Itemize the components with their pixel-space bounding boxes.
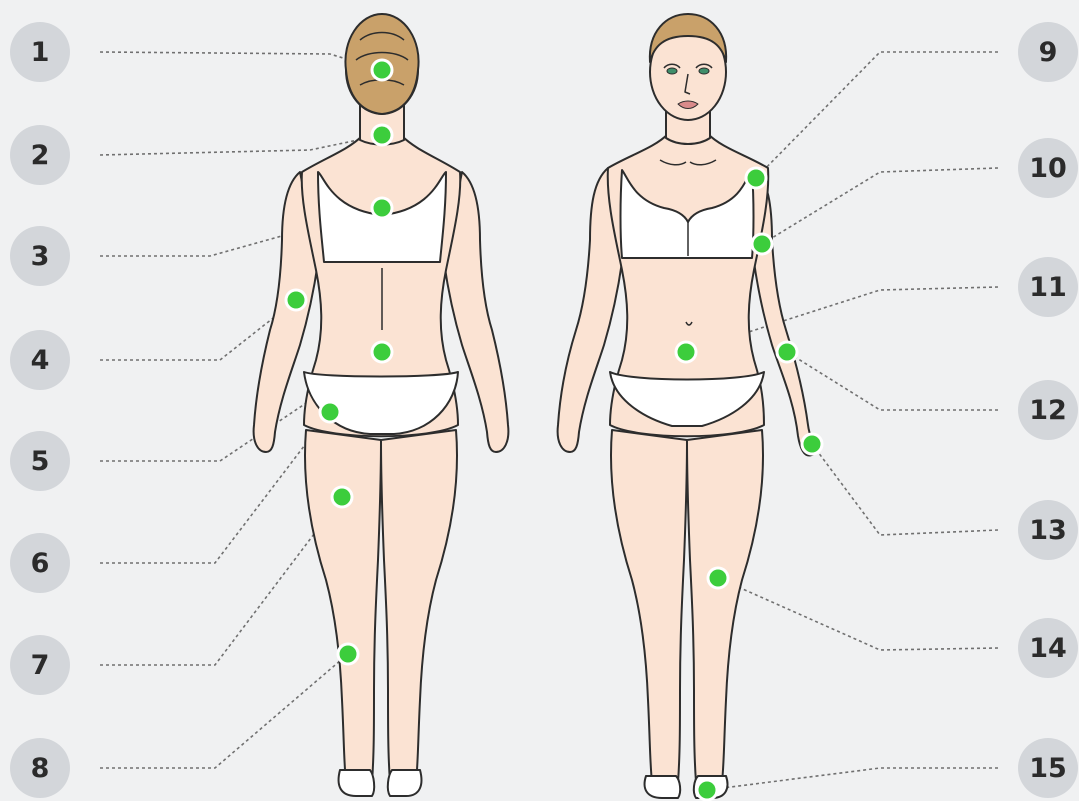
- point-marker-10: [752, 234, 772, 254]
- point-label-9: 9: [1018, 22, 1078, 82]
- point-label-14: 14: [1018, 618, 1078, 678]
- point-marker-14: [708, 568, 728, 588]
- point-marker-3: [372, 198, 392, 218]
- point-label-12: 12: [1018, 380, 1078, 440]
- point-marker-1: [372, 60, 392, 80]
- point-marker-4: [286, 290, 306, 310]
- point-marker-15: [697, 780, 717, 800]
- point-label-8: 8: [10, 738, 70, 798]
- leader-line-14: [718, 578, 998, 650]
- point-label-10: 10: [1018, 138, 1078, 198]
- leader-line-1: [100, 52, 382, 70]
- point-marker-11: [676, 342, 696, 362]
- point-marker-5: [372, 342, 392, 362]
- point-label-6: 6: [10, 533, 70, 593]
- point-marker-13: [802, 434, 822, 454]
- point-label-1: 1: [10, 22, 70, 82]
- point-marker-9: [746, 168, 766, 188]
- point-label-7: 7: [10, 635, 70, 695]
- point-label-3: 3: [10, 226, 70, 286]
- leader-line-6: [100, 412, 330, 563]
- leader-line-13: [812, 444, 998, 535]
- point-marker-12: [777, 342, 797, 362]
- point-marker-2: [372, 125, 392, 145]
- point-label-13: 13: [1018, 500, 1078, 560]
- point-label-15: 15: [1018, 738, 1078, 798]
- point-label-11: 11: [1018, 257, 1078, 317]
- leader-line-7: [100, 497, 342, 665]
- leader-lines: [100, 52, 998, 790]
- leader-line-12: [787, 352, 998, 410]
- point-label-2: 2: [10, 125, 70, 185]
- female-body-front-view: [558, 14, 815, 798]
- point-label-5: 5: [10, 431, 70, 491]
- point-marker-7: [332, 487, 352, 507]
- leader-line-15: [707, 768, 998, 790]
- point-marker-8: [338, 644, 358, 664]
- point-label-4: 4: [10, 330, 70, 390]
- point-marker-6: [320, 402, 340, 422]
- leader-line-9: [756, 52, 998, 178]
- leader-line-10: [762, 168, 998, 244]
- leader-line-8: [100, 654, 348, 768]
